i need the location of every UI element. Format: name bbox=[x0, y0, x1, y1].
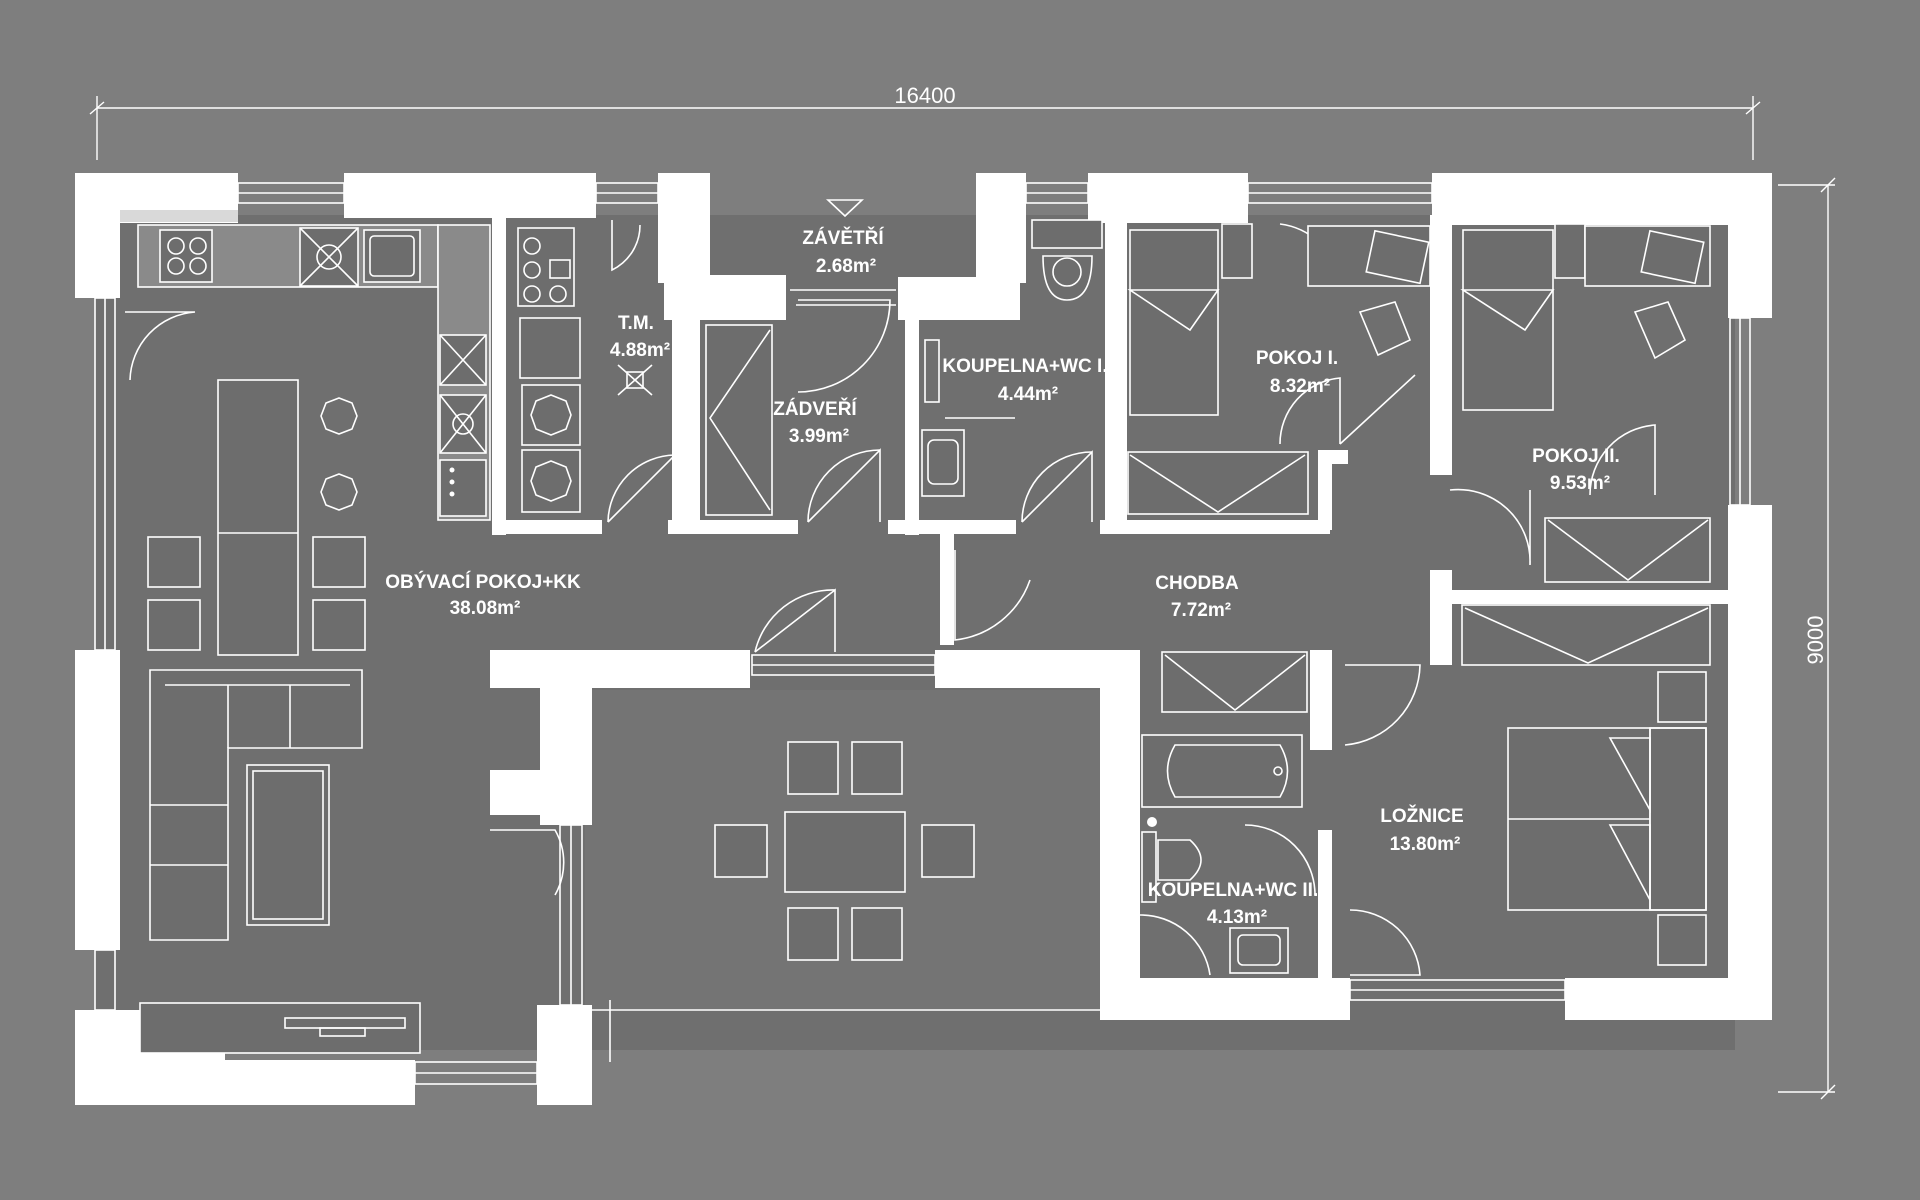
pantry-furniture bbox=[517, 227, 653, 513]
heater-icon bbox=[519, 317, 581, 379]
laptop-icon bbox=[1365, 229, 1430, 285]
chair-icon bbox=[147, 536, 201, 588]
chair-icon bbox=[851, 741, 903, 795]
wardrobe bbox=[1461, 604, 1711, 666]
dining-furniture bbox=[592, 741, 1100, 1011]
desk-chair-icon bbox=[1358, 301, 1412, 357]
dining-table bbox=[217, 379, 299, 656]
entrance-arrow-icon bbox=[825, 199, 865, 218]
room-corridor-name: CHODBA bbox=[1155, 573, 1239, 594]
room-pantry-name: T.M. bbox=[618, 313, 654, 334]
bed-icon bbox=[1129, 229, 1219, 416]
sink-icon bbox=[363, 229, 421, 283]
chair-icon bbox=[312, 536, 366, 588]
chair-icon bbox=[787, 907, 839, 961]
cistern-icon bbox=[1031, 219, 1103, 249]
toilet-icon bbox=[1157, 839, 1202, 881]
room-hall-area: 3.99m² bbox=[789, 426, 849, 447]
room-pantry-area: 4.88m² bbox=[610, 340, 670, 361]
room-windbreak-name: ZÁVĚTŘÍ bbox=[802, 227, 884, 249]
chair-icon bbox=[312, 599, 366, 651]
doors bbox=[125, 220, 1656, 1062]
corridor-furniture bbox=[1161, 604, 1711, 713]
fridge-icon bbox=[439, 459, 487, 517]
room-bath2-name: KOUPELNA+WC II. bbox=[1148, 880, 1318, 901]
bath1-furniture bbox=[921, 219, 1103, 497]
chair-icon bbox=[851, 907, 903, 961]
room2-furniture bbox=[1460, 223, 1711, 583]
dining-table bbox=[784, 811, 906, 893]
stool-icon bbox=[320, 473, 358, 511]
bath2-furniture bbox=[1141, 734, 1303, 974]
room-windbreak-area: 2.68m² bbox=[816, 256, 876, 277]
chair-icon bbox=[714, 824, 768, 878]
chair-icon bbox=[147, 599, 201, 651]
bathtub-icon bbox=[1141, 734, 1303, 808]
wardrobe bbox=[1544, 517, 1711, 583]
wardrobe bbox=[1161, 651, 1308, 713]
dimension-depth-label: 9000 bbox=[1803, 616, 1828, 665]
room-bath2-area: 4.13m² bbox=[1207, 907, 1267, 928]
desk-chair-icon bbox=[1633, 301, 1687, 360]
room-corridor-area: 7.72m² bbox=[1171, 600, 1231, 621]
wardrobe bbox=[705, 324, 773, 516]
room-bedroom-name: LOŽNICE bbox=[1380, 805, 1463, 827]
desk bbox=[1584, 225, 1711, 287]
bed-icon bbox=[1462, 229, 1554, 411]
dimension-depth: 9000 bbox=[1778, 177, 1836, 1100]
washbasin-icon bbox=[921, 429, 965, 497]
hall-furniture bbox=[705, 199, 896, 516]
room-room1-name: POKOJ I. bbox=[1256, 348, 1338, 369]
room-bath1-area: 4.44m² bbox=[998, 384, 1058, 405]
room-room2-name: POKOJ II. bbox=[1532, 446, 1620, 467]
room-bath1-name: KOUPELNA+WC I. bbox=[942, 356, 1107, 377]
windows bbox=[94, 182, 1751, 1085]
kitchen bbox=[137, 224, 491, 521]
bedroom-furniture bbox=[1507, 671, 1707, 966]
cooktop-icon bbox=[159, 229, 213, 283]
laptop-icon bbox=[1640, 229, 1705, 285]
nightstand bbox=[1657, 914, 1707, 966]
room-room2-area: 9.53m² bbox=[1550, 473, 1610, 494]
living-furniture bbox=[139, 379, 421, 1054]
cistern-icon bbox=[1141, 831, 1157, 903]
room-living-name: OBÝVACÍ POKOJ+KK bbox=[385, 571, 581, 593]
dimension-width: 16400 bbox=[89, 83, 1761, 160]
room-bedroom-area: 13.80m² bbox=[1390, 834, 1461, 855]
room-labels: OBÝVACÍ POKOJ+KK 38.08m² T.M. 4.88m² ZÁV… bbox=[385, 227, 1620, 928]
boiler-icon bbox=[517, 227, 575, 307]
room1-furniture bbox=[1127, 223, 1431, 515]
room-room1-area: 8.32m² bbox=[1270, 376, 1330, 397]
wardrobe bbox=[1127, 451, 1309, 515]
chair-icon bbox=[787, 741, 839, 795]
room-hall-name: ZÁDVEŘÍ bbox=[773, 398, 857, 420]
walls bbox=[75, 173, 1772, 1105]
nightstand bbox=[1657, 671, 1707, 723]
coffee-table bbox=[246, 764, 330, 926]
stool-icon bbox=[320, 397, 358, 435]
room-living-area: 38.08m² bbox=[450, 598, 521, 619]
chair-icon bbox=[921, 824, 975, 878]
dimension-width-label: 16400 bbox=[894, 83, 955, 108]
